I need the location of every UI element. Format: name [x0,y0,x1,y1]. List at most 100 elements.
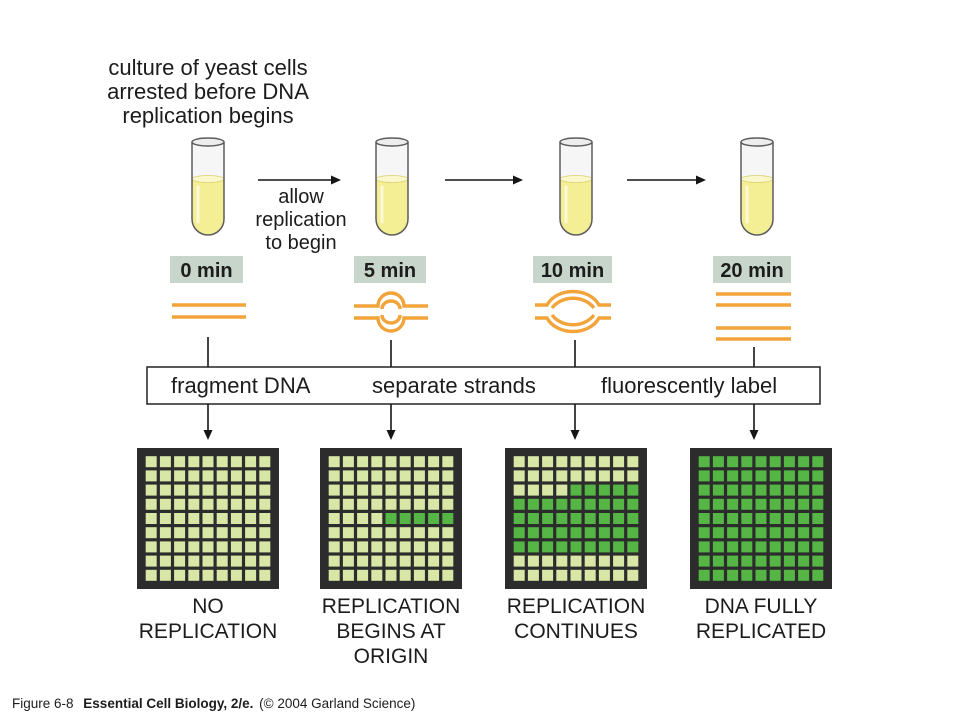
unlabeled-dna-spot [399,541,411,553]
process-box-border [146,366,821,405]
unlabeled-dna-spot [357,484,369,496]
labeled-dna-spot [613,498,625,510]
unlabeled-dna-spot [527,470,539,482]
unlabeled-dna-spot [328,498,340,510]
unlabeled-dna-spot [159,456,171,468]
arrow-note-line: replication [255,209,346,231]
unlabeled-dna-spot [527,484,539,496]
unlabeled-dna-spot [613,569,625,581]
unlabeled-dna-spot [259,470,271,482]
labeled-dna-spot [783,569,795,581]
unlabeled-dna-spot [145,555,157,567]
result-label-line: REPLICATION [139,620,277,643]
unlabeled-dna-spot [145,484,157,496]
unlabeled-dna-spot [413,470,425,482]
labeled-dna-spot [712,484,724,496]
time-label: 0 min [170,256,243,283]
labeled-dna-spot [542,541,554,553]
unlabeled-dna-spot [385,456,397,468]
labeled-dna-spot [570,484,582,496]
arrow-head [331,175,341,185]
time-label-background [533,256,612,283]
unlabeled-dna-spot [627,470,639,482]
unlabeled-dna-spot [399,470,411,482]
arrow-note-line: allow [278,186,324,208]
labeled-dna-spot [798,513,810,524]
unlabeled-dna-spot [145,541,157,553]
unlabeled-dna-spot [357,498,369,510]
unlabeled-dna-spot [159,498,171,510]
unlabeled-dna-spot [259,555,271,567]
unlabeled-dna-spot [188,484,200,496]
unlabeled-dna-spot [385,541,397,553]
unlabeled-dna-spot [613,456,625,468]
unlabeled-dna-spot [328,569,340,581]
labeled-dna-spot [399,513,411,524]
unlabeled-dna-spot [428,470,440,482]
unlabeled-dna-spot [230,498,242,510]
unlabeled-dna-spot [188,456,200,468]
labeled-dna-spot [741,555,753,567]
unlabeled-dna-spot [245,541,257,553]
dna-strand [354,316,428,333]
labeled-dna-spot [570,527,582,539]
labeled-dna-spot [798,484,810,496]
unlabeled-dna-spot [357,541,369,553]
unlabeled-dna-spot [428,541,440,553]
unlabeled-dna-spot [627,555,639,567]
unlabeled-dna-spot [174,541,186,553]
labeled-dna-spot [755,498,767,510]
unlabeled-dna-spot [556,484,568,496]
unlabeled-dna-spot [245,569,257,581]
unlabeled-dna-spot [245,470,257,482]
labeled-dna-spot [556,513,568,524]
unlabeled-dna-spot [245,498,257,510]
unlabeled-dna-spot [527,555,539,567]
new-dna-strand [380,299,402,310]
labeled-dna-spot [712,498,724,510]
labeled-dna-spot [712,569,724,581]
labeled-dna-spot [812,470,824,482]
dna-large-replication-bubble [535,289,611,334]
labeled-dna-spot [712,527,724,539]
arrow-note-line: to begin [265,232,336,254]
arrow-right-icon [258,175,341,185]
test-tube-icon [739,136,775,237]
unlabeled-dna-spot [230,456,242,468]
unlabeled-dna-spot [230,569,242,581]
labeled-dna-spot [627,541,639,553]
unlabeled-dna-spot [442,569,454,581]
labeled-dna-spot [783,527,795,539]
unlabeled-dna-spot [328,555,340,567]
labeled-dna-spot [798,555,810,567]
labeled-dna-spot [769,484,781,496]
labeled-dna-spot [741,527,753,539]
unlabeled-dna-spot [159,470,171,482]
labeled-dna-spot [598,513,610,524]
unlabeled-dna-spot [245,484,257,496]
labeled-dna-spot [812,555,824,567]
labeled-dna-spot [769,456,781,468]
time-label: 20 min [713,256,791,283]
labeled-dna-spot [698,498,710,510]
unlabeled-dna-spot [230,513,242,524]
unlabeled-dna-spot [328,513,340,524]
labeled-dna-spot [442,513,454,524]
labeled-dna-spot [627,484,639,496]
unlabeled-dna-spot [542,555,554,567]
unlabeled-dna-spot [413,456,425,468]
unlabeled-dna-spot [598,555,610,567]
unlabeled-dna-spot [230,555,242,567]
unlabeled-dna-spot [413,498,425,510]
labeled-dna-spot [798,456,810,468]
unlabeled-dna-spot [174,456,186,468]
result-label-line: REPLICATION [507,595,645,618]
labeled-dna-spot [741,541,753,553]
labeled-dna-spot [798,527,810,539]
labeled-dna-spot [812,569,824,581]
unlabeled-dna-spot [216,569,228,581]
unlabeled-dna-spot [159,513,171,524]
labeled-dna-spot [698,513,710,524]
time-label-text: 0 min [180,260,232,282]
labeled-dna-spot [741,498,753,510]
